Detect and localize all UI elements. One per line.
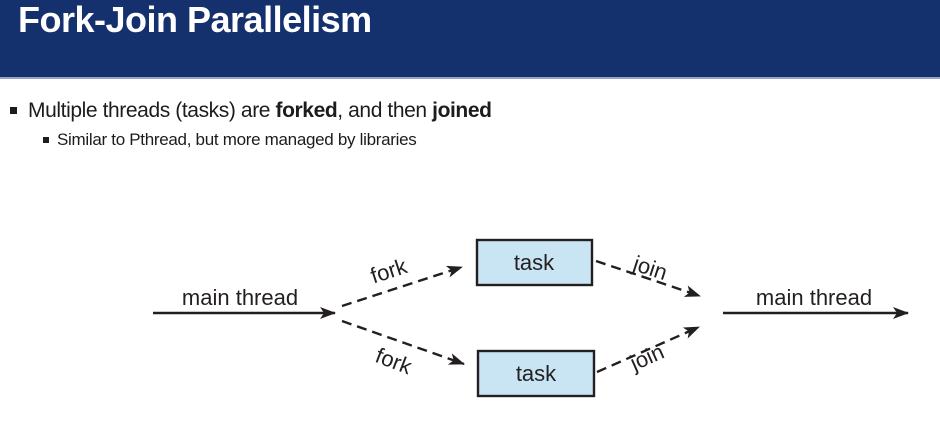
bullet-text: Multiple threads (tasks) are forked, and… — [28, 99, 492, 122]
slide-title-bar: Fork-Join Parallelism — [0, 0, 940, 79]
slide-title: Fork-Join Parallelism — [18, 0, 372, 40]
fork-top-arrow — [341, 265, 463, 308]
join-bottom-arrow — [596, 325, 700, 374]
bullet-text-segment: , and then — [337, 99, 433, 122]
bullet-marker — [43, 137, 49, 143]
task-box-bottom — [476, 349, 596, 398]
fork-bottom-label: fork — [372, 343, 416, 380]
main-thread-left-label: main thread — [182, 285, 298, 310]
task-top-label: task — [514, 250, 555, 275]
bullet-text-bold-forked: forked — [275, 99, 338, 122]
bullet-marker — [10, 107, 17, 114]
bullet-item-sub: Similar to Pthread, but more managed by … — [43, 130, 417, 149]
task-box-top — [475, 238, 594, 287]
bullet-item-main: Multiple threads (tasks) are forked, and… — [10, 100, 492, 121]
fork-top-label: fork — [367, 253, 411, 288]
join-top-label: join — [629, 250, 670, 285]
fork-bottom-arrow — [341, 319, 465, 366]
join-top-arrow — [595, 259, 701, 298]
sub-bullet-text: Similar to Pthread, but more managed by … — [57, 130, 417, 149]
task-bottom-label: task — [516, 361, 557, 386]
main-thread-right-label: main thread — [756, 285, 872, 310]
bullet-text-segment: Multiple threads (tasks) are — [28, 99, 276, 122]
bullet-text-bold-joined: joined — [432, 99, 492, 122]
